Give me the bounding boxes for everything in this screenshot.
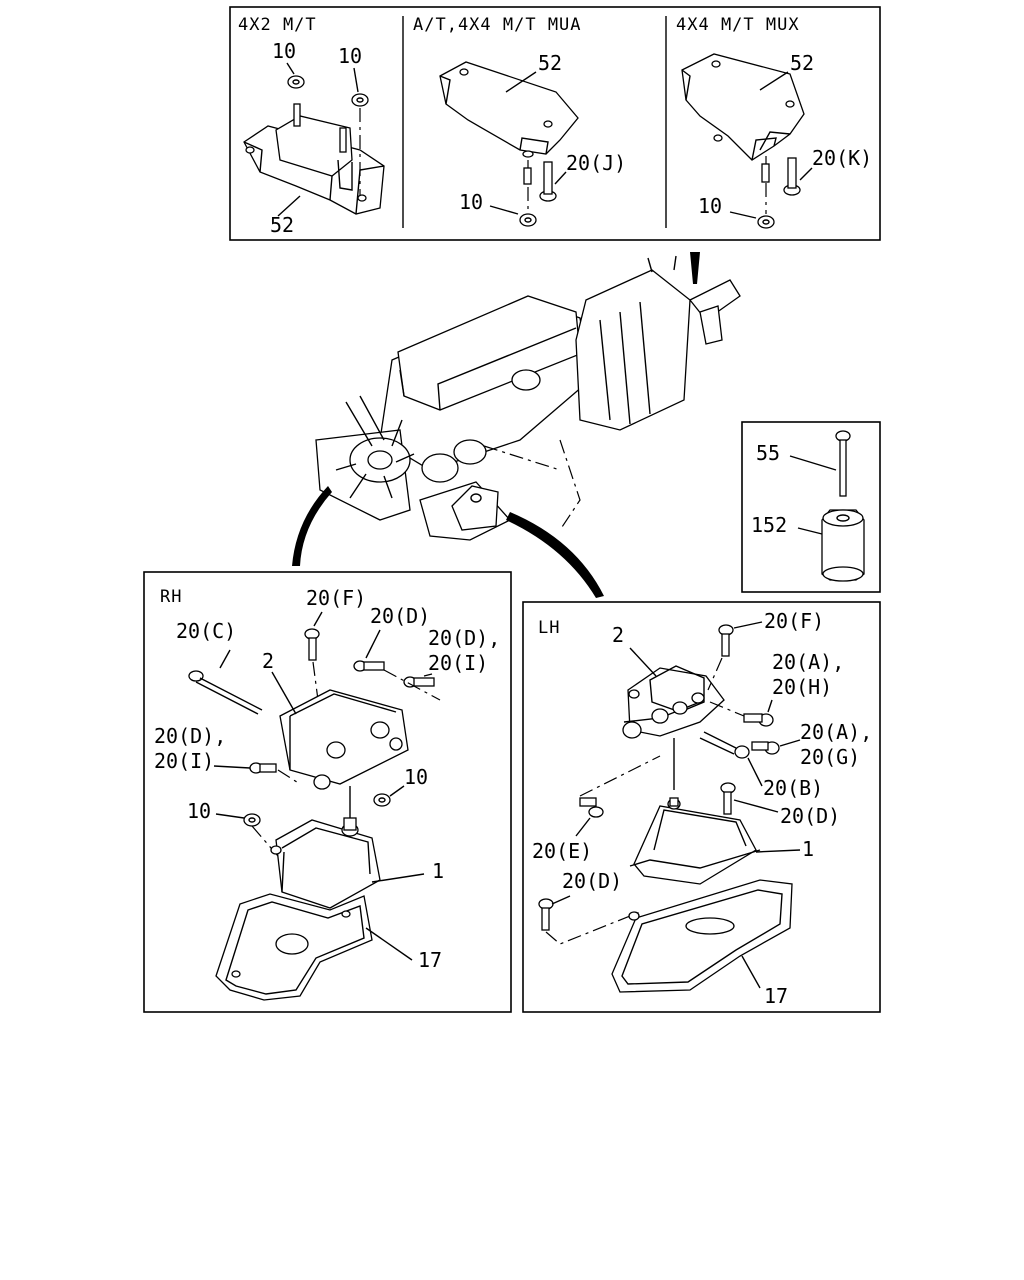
label-lh-bolt-20f: 20(F) bbox=[764, 609, 824, 633]
label-nut-10-mua: 10 bbox=[459, 190, 483, 214]
kit-panel-frame bbox=[741, 421, 881, 593]
label-rh-plate-17: 17 bbox=[418, 948, 442, 972]
label-rh-bolt-20c: 20(C) bbox=[176, 619, 236, 643]
label-lh-mount-1: 1 bbox=[802, 837, 814, 861]
lh-mount-1-drawing bbox=[629, 797, 801, 885]
rh-panel: RH 20(C) 20(F) 20(D) 20(D), 20(I) 2 20(D… bbox=[143, 571, 512, 1013]
nut-10-mua-drawing bbox=[489, 160, 537, 227]
label-rh-bracket-2: 2 bbox=[262, 649, 274, 673]
rh-bolts-drawing bbox=[188, 611, 441, 785]
header-at-4x4-mua: A/T,4X4 M/T MUA bbox=[413, 15, 582, 35]
label-lh-bolt-20d2: 20(D) bbox=[562, 869, 622, 893]
header-lh: LH bbox=[538, 618, 560, 638]
label-nut-10b: 10 bbox=[338, 44, 362, 68]
top-panel-frame bbox=[229, 6, 881, 241]
rh-plate-17-drawing bbox=[215, 893, 413, 1001]
lh-panel-frame bbox=[522, 601, 881, 1013]
kit-panel: 55 152 bbox=[741, 421, 881, 593]
label-rh-mount-1: 1 bbox=[432, 859, 444, 883]
bolt-55-drawing bbox=[789, 430, 851, 497]
label-bolt-20j: 20(J) bbox=[566, 151, 626, 175]
label-rh-bolt-20f: 20(F) bbox=[306, 586, 366, 610]
label-bolt-20k: 20(K) bbox=[812, 146, 872, 170]
header-rh: RH bbox=[160, 587, 182, 607]
stud-drawing bbox=[293, 103, 347, 153]
nut-10b-drawing bbox=[277, 67, 369, 217]
label-rh-bolt-20d-i-b: 20(I) bbox=[428, 651, 488, 675]
label-lh-bolt-20e: 20(E) bbox=[532, 839, 592, 863]
bracket-52-mua-drawing bbox=[439, 61, 579, 158]
label-rh-nut-10a: 10 bbox=[404, 765, 428, 789]
pointer-rh bbox=[292, 486, 332, 566]
label-nut-10a: 10 bbox=[272, 39, 296, 63]
label-bracket-52: 52 bbox=[270, 213, 294, 237]
rh-mount-1-drawing bbox=[270, 817, 425, 909]
label-lh-bolt-20a-h-b: 20(H) bbox=[772, 675, 832, 699]
label-lh-bolt-20d: 20(D) bbox=[780, 804, 840, 828]
header-4x4-mt-mux: 4X4 M/T MUX bbox=[676, 15, 800, 35]
label-rh-bolt-20d-i-a: 20(D), bbox=[428, 626, 500, 650]
label-mount-152: 152 bbox=[751, 513, 787, 537]
header-4x2-mt: 4X2 M/T bbox=[238, 15, 317, 35]
lh-bracket-2-drawing bbox=[622, 647, 725, 790]
pointer-lh bbox=[506, 512, 604, 598]
nut-10-mux-drawing bbox=[729, 156, 775, 229]
label-rh-bolt-20d: 20(D) bbox=[370, 604, 430, 628]
label-lh-plate-17: 17 bbox=[764, 984, 788, 1008]
label-bracket-52-mux: 52 bbox=[790, 51, 814, 75]
mount-152-drawing bbox=[797, 509, 865, 582]
rh-panel-frame bbox=[143, 571, 512, 1013]
bracket-52-4x2-drawing bbox=[243, 115, 385, 215]
bracket-52-mux-drawing bbox=[681, 53, 805, 161]
label-lh-bolt-20b: 20(B) bbox=[763, 776, 823, 800]
lh-bolts-drawing bbox=[538, 621, 801, 945]
label-lh-bolt-20a-g-a: 20(A), bbox=[800, 720, 872, 744]
label-nut-10-mux: 10 bbox=[698, 194, 722, 218]
label-rh-bolt-20d-i2-b: 20(I) bbox=[154, 749, 214, 773]
pointer-top bbox=[690, 252, 700, 284]
engine-transmission-drawing bbox=[315, 255, 741, 541]
label-lh-bolt-20a-g-b: 20(G) bbox=[800, 745, 860, 769]
label-rh-bolt-20d-i2-a: 20(D), bbox=[154, 724, 226, 748]
nut-10a-drawing bbox=[286, 62, 305, 89]
label-bolt-55: 55 bbox=[756, 441, 780, 465]
bolt-20j-drawing bbox=[539, 161, 567, 202]
label-lh-bolt-20a-h-a: 20(A), bbox=[772, 650, 844, 674]
label-rh-nut-10b: 10 bbox=[187, 799, 211, 823]
top-variants-panel: 4X2 M/T 10 10 52 A/T,4X4 M bbox=[229, 6, 881, 241]
label-lh-bracket-2: 2 bbox=[612, 623, 624, 647]
bolt-20k-drawing bbox=[783, 157, 813, 196]
lh-panel: LH 2 20(F) 20(A), 20(H) 20(A), 20(G) 20(… bbox=[522, 601, 881, 1013]
lh-plate-17-drawing bbox=[611, 879, 793, 993]
label-bracket-52-mua: 52 bbox=[538, 51, 562, 75]
rh-bracket-2-drawing bbox=[271, 671, 409, 822]
